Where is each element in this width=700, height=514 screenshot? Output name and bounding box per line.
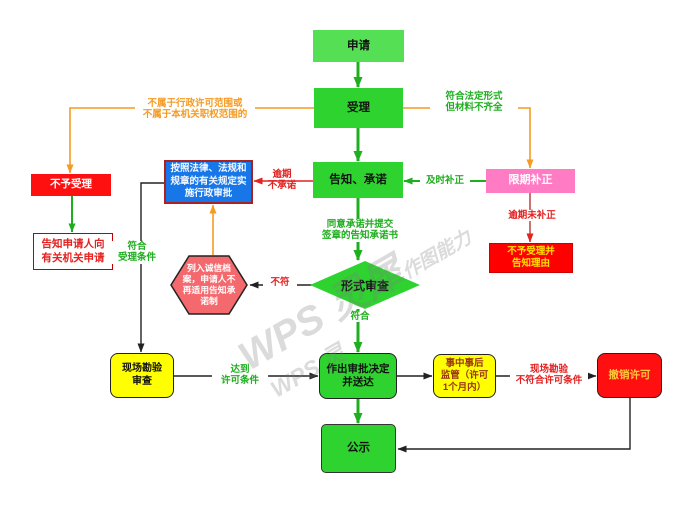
diamond-shape: [310, 261, 420, 309]
node-inform-other-organ: 告知申请人向 有关机关申请: [33, 233, 113, 270]
label-onsite-fail: 现场勘验 不符合许可条件: [510, 364, 588, 387]
node-apply: 申请: [313, 30, 404, 62]
label-reach-condition: 达到 许可条件: [212, 364, 268, 387]
node-onsite-inspection: 现场勘验 审查: [110, 353, 174, 398]
node-notify-commit: 告知、承诺: [313, 162, 403, 198]
node-accept: 受理: [314, 88, 403, 128]
node-formal-review-label: 形式审查: [340, 278, 389, 293]
node-reject-with-reason: 不予受理并 告知理由: [489, 243, 573, 273]
label-meet-accept: 符合 受理条件: [110, 241, 164, 264]
node-credit-file-label: 列入诚信档 案，申请人不 再适用告知承 诺制: [182, 263, 236, 306]
edge-accept-deadline: [403, 107, 534, 169]
label-out-of-scope: 不属于行政许可范围或 不属于本机关职权范围的: [135, 98, 255, 121]
node-approval-decision: 作出审批决定 并送达: [319, 353, 397, 399]
node-publicity: 公示: [321, 424, 396, 473]
node-credit-file-hexagon: 列入诚信档 案，申请人不 再适用告知承 诺制: [170, 255, 248, 315]
label-meet: 符合: [343, 311, 377, 323]
label-overdue-no-commit: 逾期 不承诺: [267, 169, 297, 192]
hexagon-shape: [170, 255, 248, 315]
label-not-meet: 不符: [263, 277, 297, 289]
node-revoke-license: 撤销许可: [597, 353, 662, 398]
label-meet-form: 符合法定形式 但材料不齐全: [430, 91, 518, 114]
node-deadline-correction: 限期补正: [486, 169, 575, 193]
label-timely-correct: 及时补正: [420, 175, 470, 187]
node-reject: 不予受理: [31, 174, 111, 196]
node-per-law-approval: 按照法律、法规和 规章的有关规定实 施行政审批: [164, 160, 253, 204]
edge-revoke-publicity: [397, 398, 631, 453]
node-supervision: 事中事后 监管（许可 1个月内）: [433, 354, 496, 398]
label-overdue-no-correct: 逾期未补正: [502, 210, 562, 222]
label-agree-commit: 同意承诺并提交 签章的告知承诺书: [318, 219, 402, 242]
node-formal-review-diamond: 形式审查: [310, 261, 420, 309]
edge-perlaw-onsite: [137, 182, 164, 353]
